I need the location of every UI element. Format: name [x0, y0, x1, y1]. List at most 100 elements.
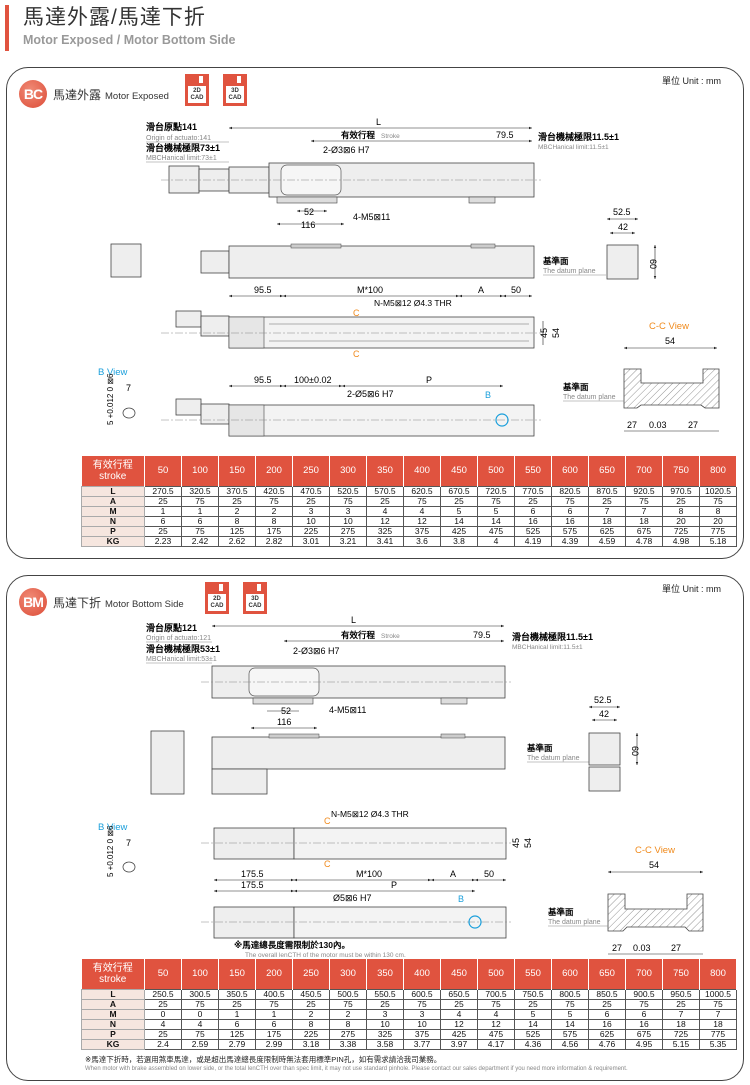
table-cell: 14	[440, 515, 478, 527]
pin-hole-label: 2-Ø3⊠6 H7	[323, 145, 370, 155]
cc-dim-27-left: 27	[612, 943, 622, 953]
table-cell: 2	[329, 1008, 367, 1020]
table-cell: 10	[329, 515, 367, 527]
stroke-column-header: 200	[255, 456, 293, 486]
table-cell: 2	[218, 505, 256, 517]
stroke-column-header: 300	[329, 456, 367, 486]
stroke-column-header: 650	[588, 456, 626, 486]
table-cell: 25	[144, 525, 182, 537]
table-cell: 270.5	[144, 485, 182, 497]
cad-3d-line1: 3D	[251, 596, 259, 602]
mech-limit-left: 滑台機械極限73±1	[146, 142, 220, 153]
table-cell: 0	[144, 1008, 182, 1020]
table-cell: 25	[588, 495, 626, 507]
table-cell: 75	[181, 525, 219, 537]
table-cell: 8	[218, 515, 256, 527]
table-cell: 225	[292, 1028, 330, 1040]
table-cell: 3.18	[292, 1038, 330, 1050]
table-cell: 25	[144, 1028, 182, 1040]
table-cell: 75	[625, 998, 663, 1010]
stroke-column-header: 250	[292, 456, 330, 486]
table-cell: 2.4	[144, 1038, 182, 1050]
dim-L: L	[351, 615, 356, 625]
b-mark: B	[458, 894, 464, 904]
table-cell: 25	[662, 495, 700, 507]
table-cell: 675	[625, 1028, 663, 1040]
table-cell: 670.5	[440, 485, 478, 497]
dim-P: P	[391, 880, 397, 890]
table-cell: 470.5	[292, 485, 330, 497]
table-cell: 5	[551, 1008, 589, 1020]
dim-42: 42	[618, 222, 628, 232]
cc-datum-label: 基準面	[547, 907, 574, 917]
table-cell: 3	[292, 505, 330, 517]
table-cell: 4.56	[551, 1038, 589, 1050]
pin2-label: Ø5⊠6 H7	[333, 893, 372, 903]
row-label: A	[81, 495, 145, 507]
table-cell: 75	[625, 495, 663, 507]
dim-95-5-b: 95.5	[254, 375, 272, 385]
b-view-tolerance: 5 +0.012 0 ⊠6	[106, 373, 115, 425]
table-cell: 620.5	[403, 485, 441, 497]
table-cell: 5.15	[662, 1038, 700, 1050]
table-cell: 75	[699, 495, 737, 507]
table-cell: 6	[514, 505, 552, 517]
stroke-column-header: 600	[551, 456, 589, 486]
table-cell: 500.5	[329, 988, 367, 1000]
datum-label: 基準面	[542, 256, 569, 266]
stroke-column-header: 100	[181, 959, 219, 989]
stroke-column-header: 50	[144, 456, 182, 486]
table-cell: 6	[144, 515, 182, 527]
section-title-zh: 馬達下折	[53, 596, 102, 610]
pin2-label: 2-Ø5⊠6 H7	[347, 389, 394, 399]
row-label: M	[81, 1008, 145, 1020]
table-cell: 920.5	[625, 485, 663, 497]
dim-42: 42	[599, 709, 609, 719]
table-cell: 16	[625, 1018, 663, 1030]
datum-label: 基準面	[526, 743, 553, 753]
table-cell: 570.5	[366, 485, 404, 497]
table-cell: 775	[699, 525, 737, 537]
stroke-column-header: 600	[551, 959, 589, 989]
table-cell: 770.5	[514, 485, 552, 497]
table-cell: 600.5	[403, 988, 441, 1000]
dim-52: 52	[304, 207, 314, 217]
table-cell: 25	[292, 998, 330, 1010]
table-cell: 4	[181, 1018, 219, 1030]
table-cell: 250.5	[144, 988, 182, 1000]
table-cell: 6	[181, 515, 219, 527]
table-cell: 125	[218, 1028, 256, 1040]
dim-50: 50	[511, 285, 521, 295]
table-cell: 25	[292, 495, 330, 507]
table-cell: 25	[366, 998, 404, 1010]
stroke-column-header: 750	[662, 959, 700, 989]
table-cell: 7	[699, 1008, 737, 1020]
table-cell: 2.59	[181, 1038, 219, 1050]
table-cell: 20	[662, 515, 700, 527]
table-cell: 25	[514, 998, 552, 1010]
stroke-column-header: 350	[366, 959, 404, 989]
table-cell: 1020.5	[699, 485, 737, 497]
stroke-column-header: 550	[514, 456, 552, 486]
table-cell: 400.5	[255, 988, 293, 1000]
footnote: ※馬達下折時，若選用煞車馬達，或是超出馬達總長度限制時無法套用標準PIN孔，如有…	[85, 1054, 628, 1072]
stroke-column-header: 150	[218, 456, 256, 486]
cc-datum-label-en: The datum plane	[563, 394, 616, 401]
dim-79-5: 79.5	[496, 130, 514, 140]
origin-label-en: Origin of actuato:141	[146, 135, 211, 142]
table-cell: 525	[514, 525, 552, 537]
b-view-title: B View	[98, 367, 128, 378]
dim-54: 54	[523, 838, 533, 848]
cc-dim-54: 54	[649, 860, 659, 870]
row-label: P	[81, 525, 145, 537]
table-cell: 275	[329, 525, 367, 537]
table-cell: 950.5	[662, 988, 700, 1000]
